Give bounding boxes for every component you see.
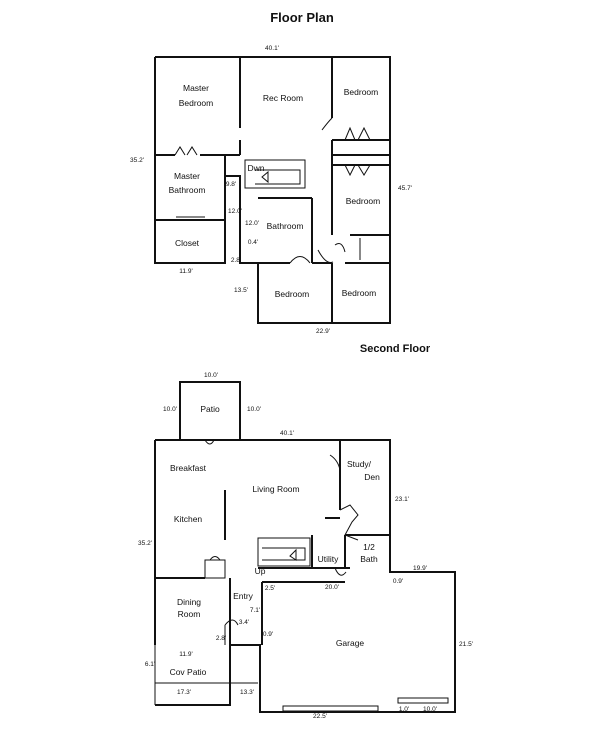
- page-title: Floor Plan: [270, 10, 334, 25]
- dim-left: 35.2': [130, 157, 144, 164]
- master-bedroom-label-1: Master: [183, 83, 209, 93]
- dim-119: 11.9': [179, 651, 192, 658]
- dim-garage-top: 19.9': [413, 565, 427, 572]
- dim-71: 7.1': [250, 607, 260, 614]
- dim-patio-left: 10.0': [163, 406, 177, 413]
- living-room-label: Living Room: [252, 484, 299, 494]
- dim-04: 0.4': [248, 239, 258, 246]
- rec-room-label: Rec Room: [263, 93, 303, 103]
- dim-bottom: 22.9': [316, 328, 330, 335]
- dim-09: 0.9': [393, 578, 403, 585]
- patio-label: Patio: [200, 404, 220, 414]
- dim-61: 6.1': [145, 661, 155, 668]
- master-bath-label-1: Master: [174, 171, 200, 181]
- half-bath-label-1: 1/2: [363, 542, 375, 552]
- bedroom-ne-label: Bedroom: [344, 87, 379, 97]
- dim-173: 17.3': [177, 689, 191, 696]
- study-label-1: Study/: [347, 459, 372, 469]
- entry-label: Entry: [233, 591, 254, 601]
- dim-34: 3.4': [239, 619, 249, 626]
- dim-133: 13.3': [240, 689, 254, 696]
- master-bath-label-2: Bathroom: [169, 185, 206, 195]
- patio-outline: [179, 381, 241, 440]
- stair-down-label: Dwn: [247, 163, 264, 173]
- dining-label-1: Dining: [177, 597, 201, 607]
- bedroom-s1-label: Bedroom: [275, 289, 310, 299]
- stair-up-label: Up: [255, 566, 266, 576]
- bedroom-e-label: Bedroom: [346, 196, 381, 206]
- bedroom-s2-label: Bedroom: [342, 288, 377, 298]
- dim-200: 20.0': [325, 584, 339, 591]
- dim-garage-bottom: 22.5': [313, 713, 327, 720]
- dim-10: 1.0': [399, 706, 409, 713]
- dim-12a: 12.0': [228, 208, 242, 215]
- garage-label: Garage: [336, 638, 365, 648]
- dining-label-2: Room: [178, 609, 201, 619]
- dim-patio-right: 10.0': [247, 406, 261, 413]
- dim-12b: 12.0': [245, 220, 259, 227]
- dim-right: 45.7': [398, 185, 412, 192]
- dim-stair-width: 9.8': [226, 181, 236, 188]
- breakfast-label: Breakfast: [170, 463, 207, 473]
- closet-label: Closet: [175, 238, 200, 248]
- dim-garage-right: 21.5': [459, 641, 473, 648]
- dim-patio-top: 10.0': [204, 372, 218, 379]
- dim-09b: 0.9': [263, 631, 273, 638]
- study-label-2: Den: [364, 472, 380, 482]
- dim-28: 2.8': [231, 257, 241, 264]
- dim-28-first: 2.8': [216, 635, 226, 642]
- dim-study-right: 23.1': [395, 496, 409, 503]
- second-floor-plan: [154, 56, 391, 324]
- second-floor-heading: Second Floor: [360, 343, 431, 355]
- covered-patio-label: Cov Patio: [170, 667, 207, 677]
- utility-label: Utility: [318, 554, 340, 564]
- first-floor-plan: [154, 381, 456, 713]
- first-floor-outer-wall: [155, 439, 456, 713]
- dim-first-left: 35.2': [138, 540, 152, 547]
- dim-closet-width: 11.9': [179, 268, 192, 275]
- dim-135: 13.5': [234, 287, 248, 294]
- master-bedroom-label-2: Bedroom: [179, 98, 214, 108]
- bathroom-label: Bathroom: [267, 221, 304, 231]
- kitchen-label: Kitchen: [174, 514, 203, 524]
- dim-25: 2.5': [265, 585, 275, 592]
- dim-100: 10.0': [423, 706, 437, 713]
- dim-top: 40.1': [265, 45, 279, 52]
- dim-first-top: 40.1': [280, 430, 294, 437]
- half-bath-label-2: Bath: [360, 554, 378, 564]
